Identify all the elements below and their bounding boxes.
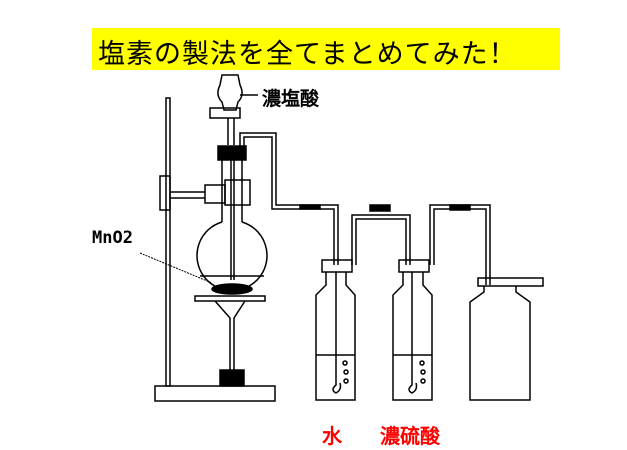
- title-banner: 塩素の製法を全てまとめてみた！: [92, 28, 560, 70]
- dropping-funnel: [209, 74, 258, 145]
- label-concentrated-hcl: 濃塩酸: [262, 88, 320, 110]
- label-mno2: MnO2: [92, 228, 133, 248]
- wash-bottle-sulfuric: [392, 259, 433, 401]
- label-concentrated-sulfuric: 濃硫酸: [380, 424, 440, 448]
- title-text: 塩素の製法を全てまとめてみた！: [98, 39, 517, 70]
- gas-tubes: [239, 132, 491, 285]
- wash-bottle-water: [315, 259, 356, 401]
- collection-bottle: [469, 277, 544, 401]
- label-water: 水: [322, 424, 342, 448]
- retort-stand: [154, 97, 276, 402]
- round-bottom-flask: [139, 145, 268, 295]
- burner: [194, 295, 266, 387]
